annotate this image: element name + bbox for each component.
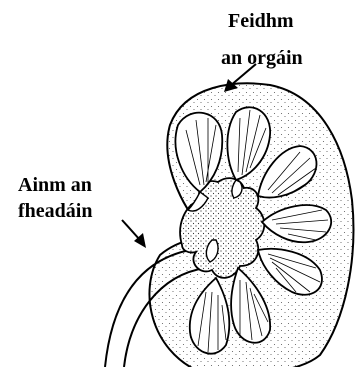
organ-function-label-line1: Feidhm xyxy=(228,10,294,33)
tube-name-label-line2: fheadáin xyxy=(18,200,92,223)
organ-function-label-line2: an orgáin xyxy=(221,47,303,70)
tube-name-label-line1: Ainm an xyxy=(18,174,92,197)
tube-arrow xyxy=(122,220,146,248)
